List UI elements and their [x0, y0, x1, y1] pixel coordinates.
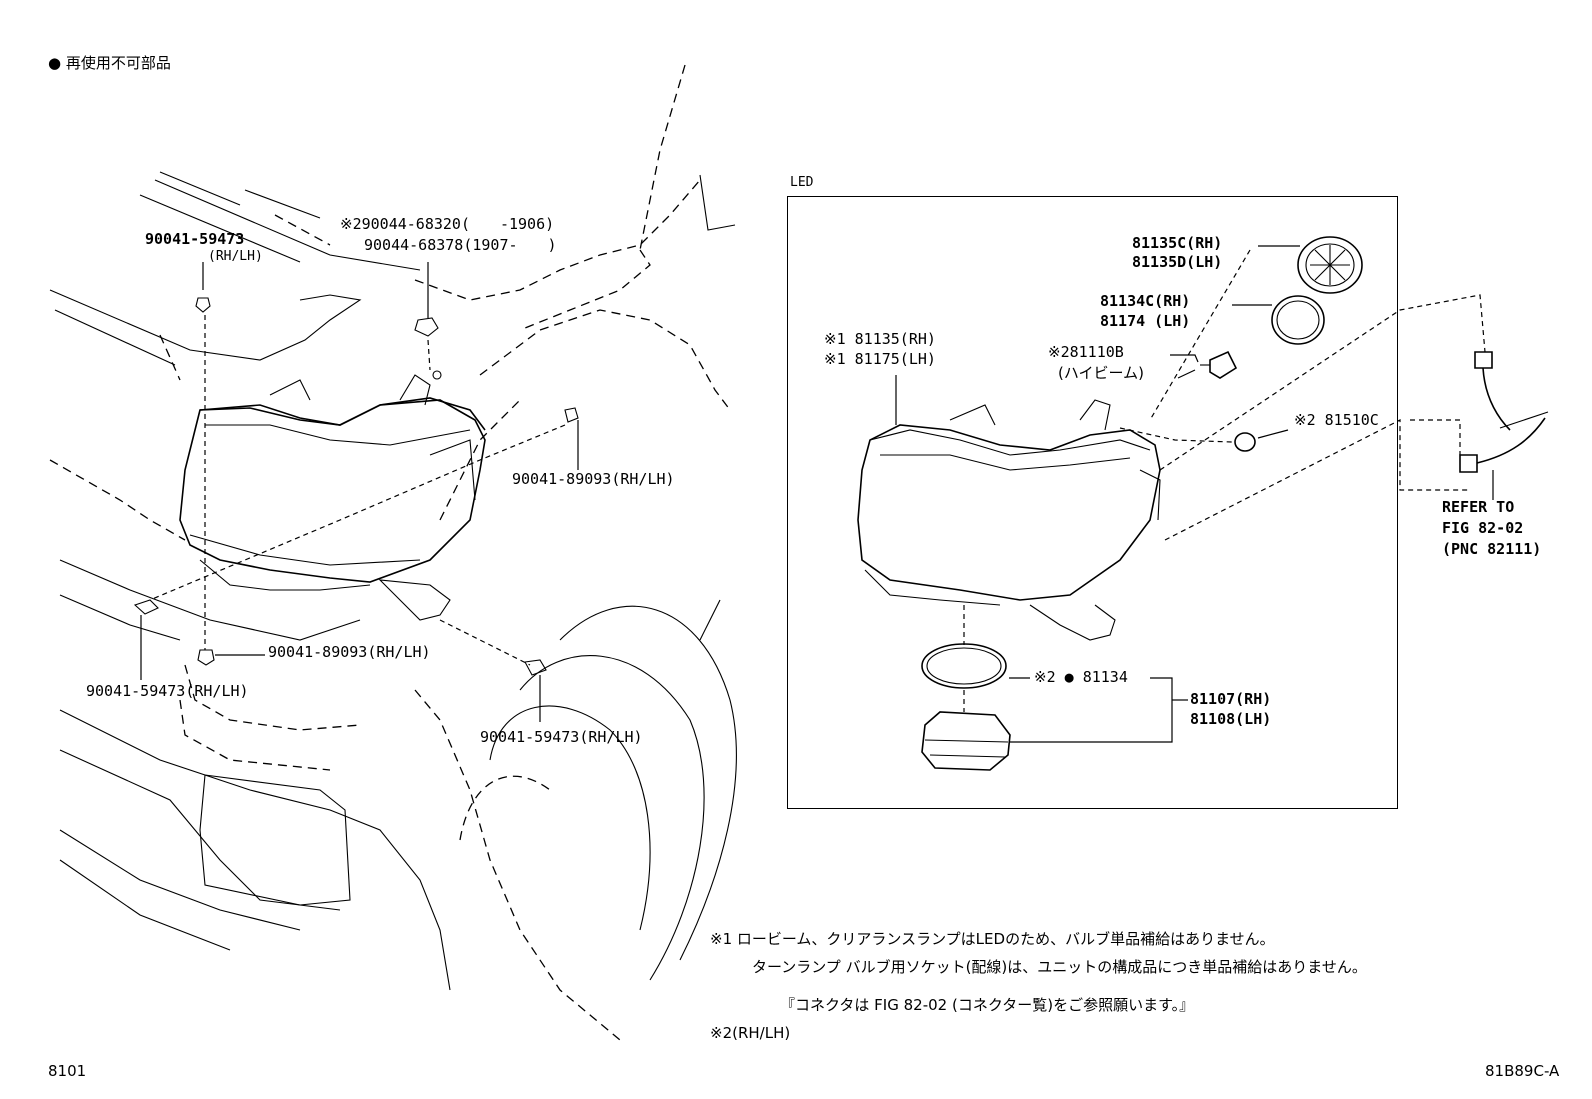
fastener-icons: [133, 297, 579, 676]
part-label-81107: 81107(RH): [1190, 690, 1272, 708]
note-2: ※2(RH/LH): [710, 1024, 791, 1042]
part-label-81108: 81108(LH): [1190, 710, 1272, 728]
refer-line1: REFER TO: [1442, 498, 1515, 516]
left-dashed-leaders: [140, 262, 579, 722]
refer-line2: FIG 82-02: [1442, 519, 1524, 537]
part-label-90041-59473-left: 90041-59473(RH/LH): [86, 682, 249, 700]
part-label-81134c: 81134C(RH): [1100, 292, 1191, 310]
part-label-81174: 81174 (LH): [1100, 312, 1191, 330]
filled-circle-icon: ●: [48, 54, 62, 72]
legend-text: 再使用不可部品: [65, 54, 171, 72]
page-code: 8101: [48, 1062, 87, 1080]
part-note-rhlh-top: (RH/LH): [208, 249, 263, 264]
headlamp-left: [179, 370, 486, 621]
part-label-90041-89093-lower: 90041-89093(RH/LH): [268, 643, 431, 661]
led-parts: [921, 236, 1549, 771]
headlamp-led: [857, 399, 1161, 641]
note-1-line3: 『コネクタは FIG 82-02 (コネクター覧)をご参照願います。』: [780, 996, 1195, 1014]
part-note-high-beam: (ハイビーム): [1058, 364, 1144, 382]
led-box-frame: [787, 196, 1398, 809]
part-label-81135c: 81135C(RH): [1132, 234, 1223, 252]
part-label-81510c: ※2 81510C: [1294, 411, 1379, 429]
led-box-title: LED: [790, 175, 814, 190]
part-label-81135: ※1 81135(RH): [824, 330, 936, 348]
part-label-81134: ※2 ● 81134: [1034, 668, 1128, 686]
figure-code: 81B89C-A: [1485, 1062, 1560, 1080]
part-label-90041-89093-right: 90041-89093(RH/LH): [512, 470, 675, 488]
refer-line3: (PNC 82111): [1442, 540, 1542, 558]
part-label-81175: ※1 81175(LH): [824, 350, 936, 368]
led-leaders: [895, 245, 1494, 743]
note-1-line1: ※1 ロービーム、クリアランスランプはLEDのため、バルブ単品補給はありません。: [710, 930, 1275, 948]
part-label-90044-68320: ※290044-68320( -1906): [340, 215, 555, 233]
note-1-line2: ターンランプ バルブ用ソケット(配線)は、ユニットの構成品につき単品補給はありま…: [752, 958, 1367, 976]
legend-non-reusable: ● 再使用不可部品: [48, 56, 171, 71]
part-label-81110b: ※281110B: [1048, 343, 1124, 361]
part-label-90041-59473-top: 90041-59473: [145, 230, 245, 248]
part-label-81135d: 81135D(LH): [1132, 253, 1223, 271]
vehicle-body-outline: [49, 64, 737, 1041]
part-label-90041-59473-lower: 90041-59473(RH/LH): [480, 728, 643, 746]
part-label-90044-68378: 90044-68378(1907- ): [364, 236, 557, 254]
